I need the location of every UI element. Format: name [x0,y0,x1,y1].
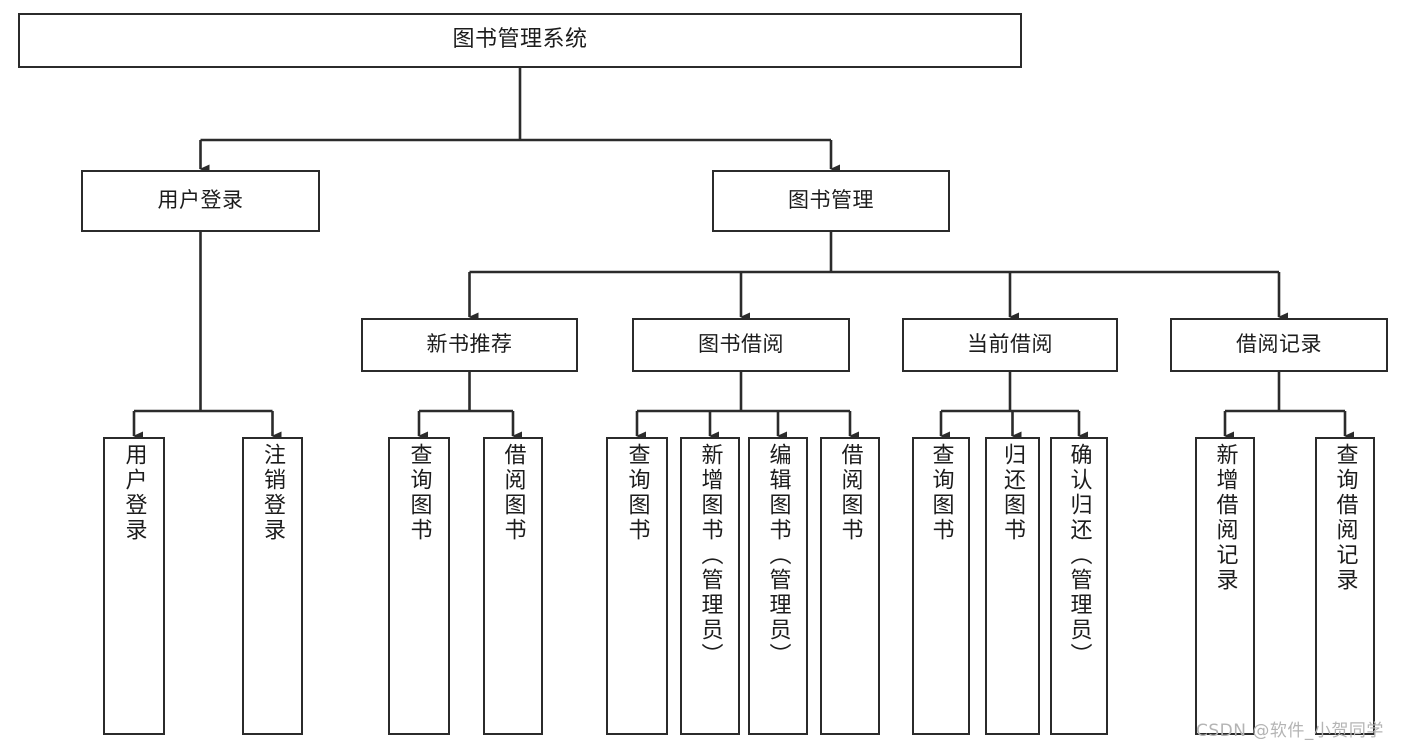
node-label: 归还图书 [1000,443,1026,543]
node-label: 新增图书（管理员） [697,443,723,668]
node-label: 确认归还（管理员） [1066,443,1092,668]
node-leaf-13[interactable]: 查询借阅记录 [1315,437,1375,735]
edge-group [132,68,1354,441]
node-leaf-6[interactable]: 新增图书（管理员） [680,437,740,735]
node-label: 查询图书 [406,443,432,543]
node-leaf-2[interactable]: 注销登录 [242,437,303,735]
node-label: 借阅记录 [1236,332,1322,357]
node-label: 新增借阅记录 [1212,443,1238,593]
node-leaf-11[interactable]: 确认归还（管理员） [1050,437,1108,735]
node-bookmgmt[interactable]: 图书管理 [712,170,950,232]
node-leaf-8[interactable]: 借阅图书 [820,437,880,735]
node-leaf-10[interactable]: 归还图书 [985,437,1040,735]
node-label: 新书推荐 [426,332,513,357]
node-leaf-12[interactable]: 新增借阅记录 [1195,437,1255,735]
node-label: 图书借阅 [698,332,784,357]
node-label: 借阅图书 [837,443,863,543]
node-leaf-5[interactable]: 查询图书 [606,437,668,735]
node-label: 查询图书 [928,443,954,543]
node-borrow[interactable]: 图书借阅 [632,318,850,372]
node-leaf-3[interactable]: 查询图书 [388,437,450,735]
node-label: 用户登录 [157,188,244,213]
node-label: 注销登录 [260,443,286,543]
watermark-text: CSDN @软件_小贺同学 [1196,721,1384,741]
node-label: 当前借阅 [967,332,1053,357]
node-root[interactable]: 图书管理系统 [18,13,1022,68]
node-label: 查询借阅记录 [1332,443,1358,593]
node-label: 借阅图书 [500,443,526,543]
node-records[interactable]: 借阅记录 [1170,318,1388,372]
node-newbooks[interactable]: 新书推荐 [361,318,578,372]
node-label: 查询图书 [624,443,650,543]
node-login[interactable]: 用户登录 [81,170,320,232]
node-current[interactable]: 当前借阅 [902,318,1118,372]
node-leaf-9[interactable]: 查询图书 [912,437,970,735]
node-leaf-1[interactable]: 用户登录 [103,437,165,735]
node-leaf-4[interactable]: 借阅图书 [483,437,543,735]
node-label: 图书管理系统 [452,27,588,53]
node-label: 用户登录 [121,443,147,543]
node-label: 编辑图书（管理员） [765,443,791,668]
node-leaf-7[interactable]: 编辑图书（管理员） [748,437,808,735]
node-label: 图书管理 [788,188,874,213]
